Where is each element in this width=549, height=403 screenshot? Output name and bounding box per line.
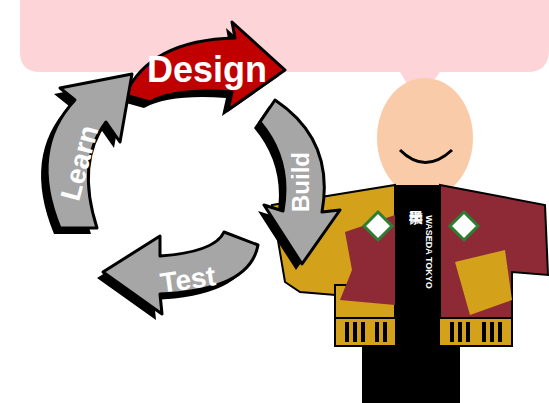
cycle-arrow: Learn xyxy=(20,65,140,235)
collar-band xyxy=(395,185,440,350)
smile xyxy=(400,150,452,163)
coat-text: WASEDA TOKYO xyxy=(424,215,433,289)
stage-label: Test xyxy=(159,262,218,297)
stage-label: Design xyxy=(147,52,267,88)
cycle-arrow: Test xyxy=(95,225,265,320)
logo-diamond xyxy=(364,212,392,240)
head xyxy=(377,78,473,198)
stage-label: Build xyxy=(289,152,313,212)
cycle-arrow: Build xyxy=(255,95,345,270)
coat-pattern xyxy=(455,250,512,315)
logo-diamond xyxy=(450,212,478,240)
cycle-arrow: Design xyxy=(110,15,295,120)
